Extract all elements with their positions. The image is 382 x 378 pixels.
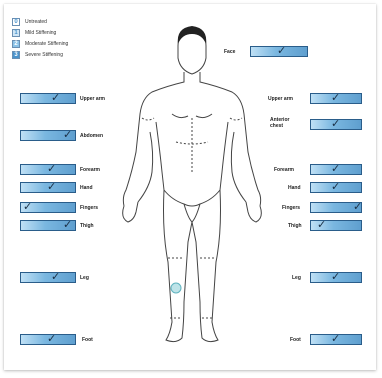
legend-item: 2 Moderate Stiffening bbox=[12, 38, 68, 49]
anterior-chest-severity-field[interactable]: ✓ bbox=[310, 119, 362, 130]
human-body-figure bbox=[112, 22, 272, 352]
legend-item: 3 Severe Stiffening bbox=[12, 49, 68, 60]
checkmark-icon: ✓ bbox=[331, 93, 340, 104]
leg-right-severity-field[interactable]: ✓ bbox=[310, 272, 362, 283]
foot-left-severity-field[interactable]: ✓ bbox=[20, 334, 76, 345]
checkmark-icon: ✓ bbox=[331, 119, 340, 130]
checkmark-icon: ✓ bbox=[47, 182, 56, 193]
legend-swatch: 3 bbox=[12, 51, 20, 59]
leg-left-label: Leg bbox=[80, 275, 89, 281]
forearm-left-label: Forearm bbox=[80, 167, 100, 173]
checkmark-icon: ✓ bbox=[331, 334, 340, 345]
forearm-right-label: Forearm bbox=[274, 167, 294, 173]
checkmark-icon: ✓ bbox=[63, 220, 72, 231]
checkmark-icon: ✓ bbox=[63, 130, 72, 141]
legend-swatch: 2 bbox=[12, 40, 20, 48]
forearm-left-severity-field[interactable]: ✓ bbox=[20, 164, 76, 175]
checkmark-icon: ✓ bbox=[353, 202, 362, 213]
thigh-right-label: Thigh bbox=[288, 223, 302, 229]
checkmark-icon: ✓ bbox=[331, 182, 340, 193]
foot-left-label: Foot bbox=[82, 337, 93, 343]
hand-left-severity-field[interactable]: ✓ bbox=[20, 182, 76, 193]
thigh-left-label: Thigh bbox=[80, 223, 94, 229]
legend-label: Mild Stiffening bbox=[25, 30, 56, 36]
checkmark-icon: ✓ bbox=[23, 202, 32, 213]
checkmark-icon: ✓ bbox=[51, 272, 60, 283]
upper-arm-right-label: Upper arm bbox=[268, 96, 293, 102]
leg-left-severity-field[interactable]: ✓ bbox=[20, 272, 76, 283]
forearm-right-severity-field[interactable]: ✓ bbox=[310, 164, 362, 175]
face-severity-field[interactable]: ✓ bbox=[250, 46, 308, 57]
legend-label: Moderate Stiffening bbox=[25, 41, 68, 47]
face-label: Face bbox=[224, 49, 235, 55]
abdomen-label: Abdomen bbox=[80, 133, 103, 139]
legend-swatch: 1 bbox=[12, 29, 20, 37]
checkmark-icon: ✓ bbox=[51, 93, 60, 104]
body-chart-panel: 0 Untreated 1 Mild Stiffening 2 Moderate… bbox=[4, 4, 376, 370]
leg-right-label: Leg bbox=[292, 275, 301, 281]
severity-legend: 0 Untreated 1 Mild Stiffening 2 Moderate… bbox=[12, 16, 68, 60]
fingers-right-severity-field[interactable]: ✓ bbox=[310, 202, 362, 213]
upper-arm-left-severity-field[interactable]: ✓ bbox=[20, 93, 76, 104]
fingers-left-severity-field[interactable]: ✓ bbox=[20, 202, 76, 213]
legend-label: Untreated bbox=[25, 19, 47, 25]
foot-right-label: Foot bbox=[290, 337, 301, 343]
checkmark-icon: ✓ bbox=[47, 334, 56, 345]
foot-right-severity-field[interactable]: ✓ bbox=[310, 334, 362, 345]
legend-item: 1 Mild Stiffening bbox=[12, 27, 68, 38]
legend-item: 0 Untreated bbox=[12, 16, 68, 27]
fingers-left-label: Fingers bbox=[80, 205, 98, 211]
hand-right-label: Hand bbox=[288, 185, 301, 191]
hand-left-label: Hand bbox=[80, 185, 93, 191]
legend-label: Severe Stiffening bbox=[25, 52, 63, 58]
checkmark-icon: ✓ bbox=[317, 220, 326, 231]
checkmark-icon: ✓ bbox=[277, 46, 286, 57]
upper-arm-left-label: Upper arm bbox=[80, 96, 105, 102]
hand-right-severity-field[interactable]: ✓ bbox=[310, 182, 362, 193]
thigh-left-severity-field[interactable]: ✓ bbox=[20, 220, 76, 231]
anterior-chest-label: Anterior chest bbox=[270, 117, 298, 129]
legend-swatch: 0 bbox=[12, 18, 20, 26]
fingers-right-label: Fingers bbox=[282, 205, 300, 211]
checkmark-icon: ✓ bbox=[47, 164, 56, 175]
abdomen-severity-field[interactable]: ✓ bbox=[20, 130, 76, 141]
thigh-right-severity-field[interactable]: ✓ bbox=[310, 220, 362, 231]
checkmark-icon: ✓ bbox=[331, 272, 340, 283]
checkmark-icon: ✓ bbox=[331, 164, 340, 175]
upper-arm-right-severity-field[interactable]: ✓ bbox=[310, 93, 362, 104]
